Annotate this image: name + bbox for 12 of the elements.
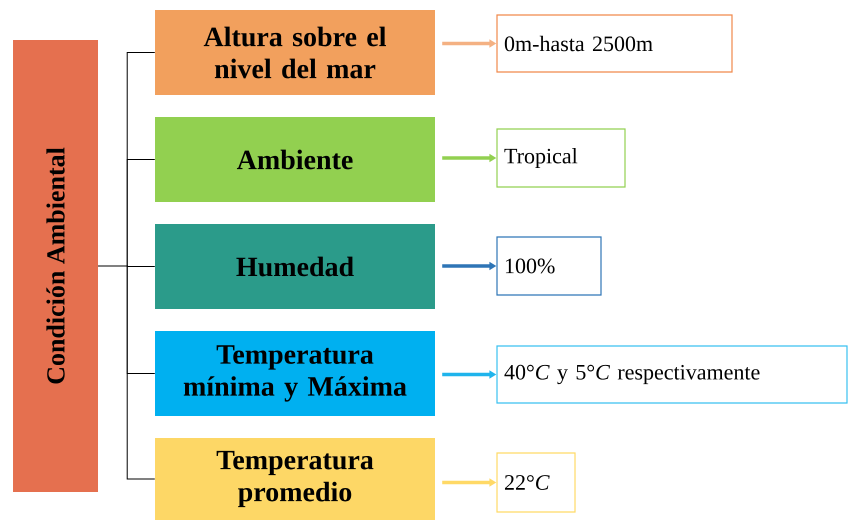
- value-box: 22°C: [496, 452, 576, 513]
- category-box: Temperatura promedio: [155, 438, 435, 520]
- value-box: 100%: [496, 236, 602, 296]
- category-box: Humedad: [155, 224, 435, 309]
- category-box: Temperatura mínima y Máxima: [155, 331, 435, 416]
- category-box: Ambiente: [155, 117, 435, 202]
- connector-line: [98, 266, 156, 480]
- title-box: Condición Ambiental: [13, 40, 98, 492]
- category-box: Altura sobre el nivel del mar: [155, 10, 435, 95]
- value-box: Tropical: [496, 128, 626, 188]
- value-box: 40°C y 5°C respectivamente: [496, 345, 848, 404]
- value-box: 0m-hasta 2500m: [496, 14, 733, 73]
